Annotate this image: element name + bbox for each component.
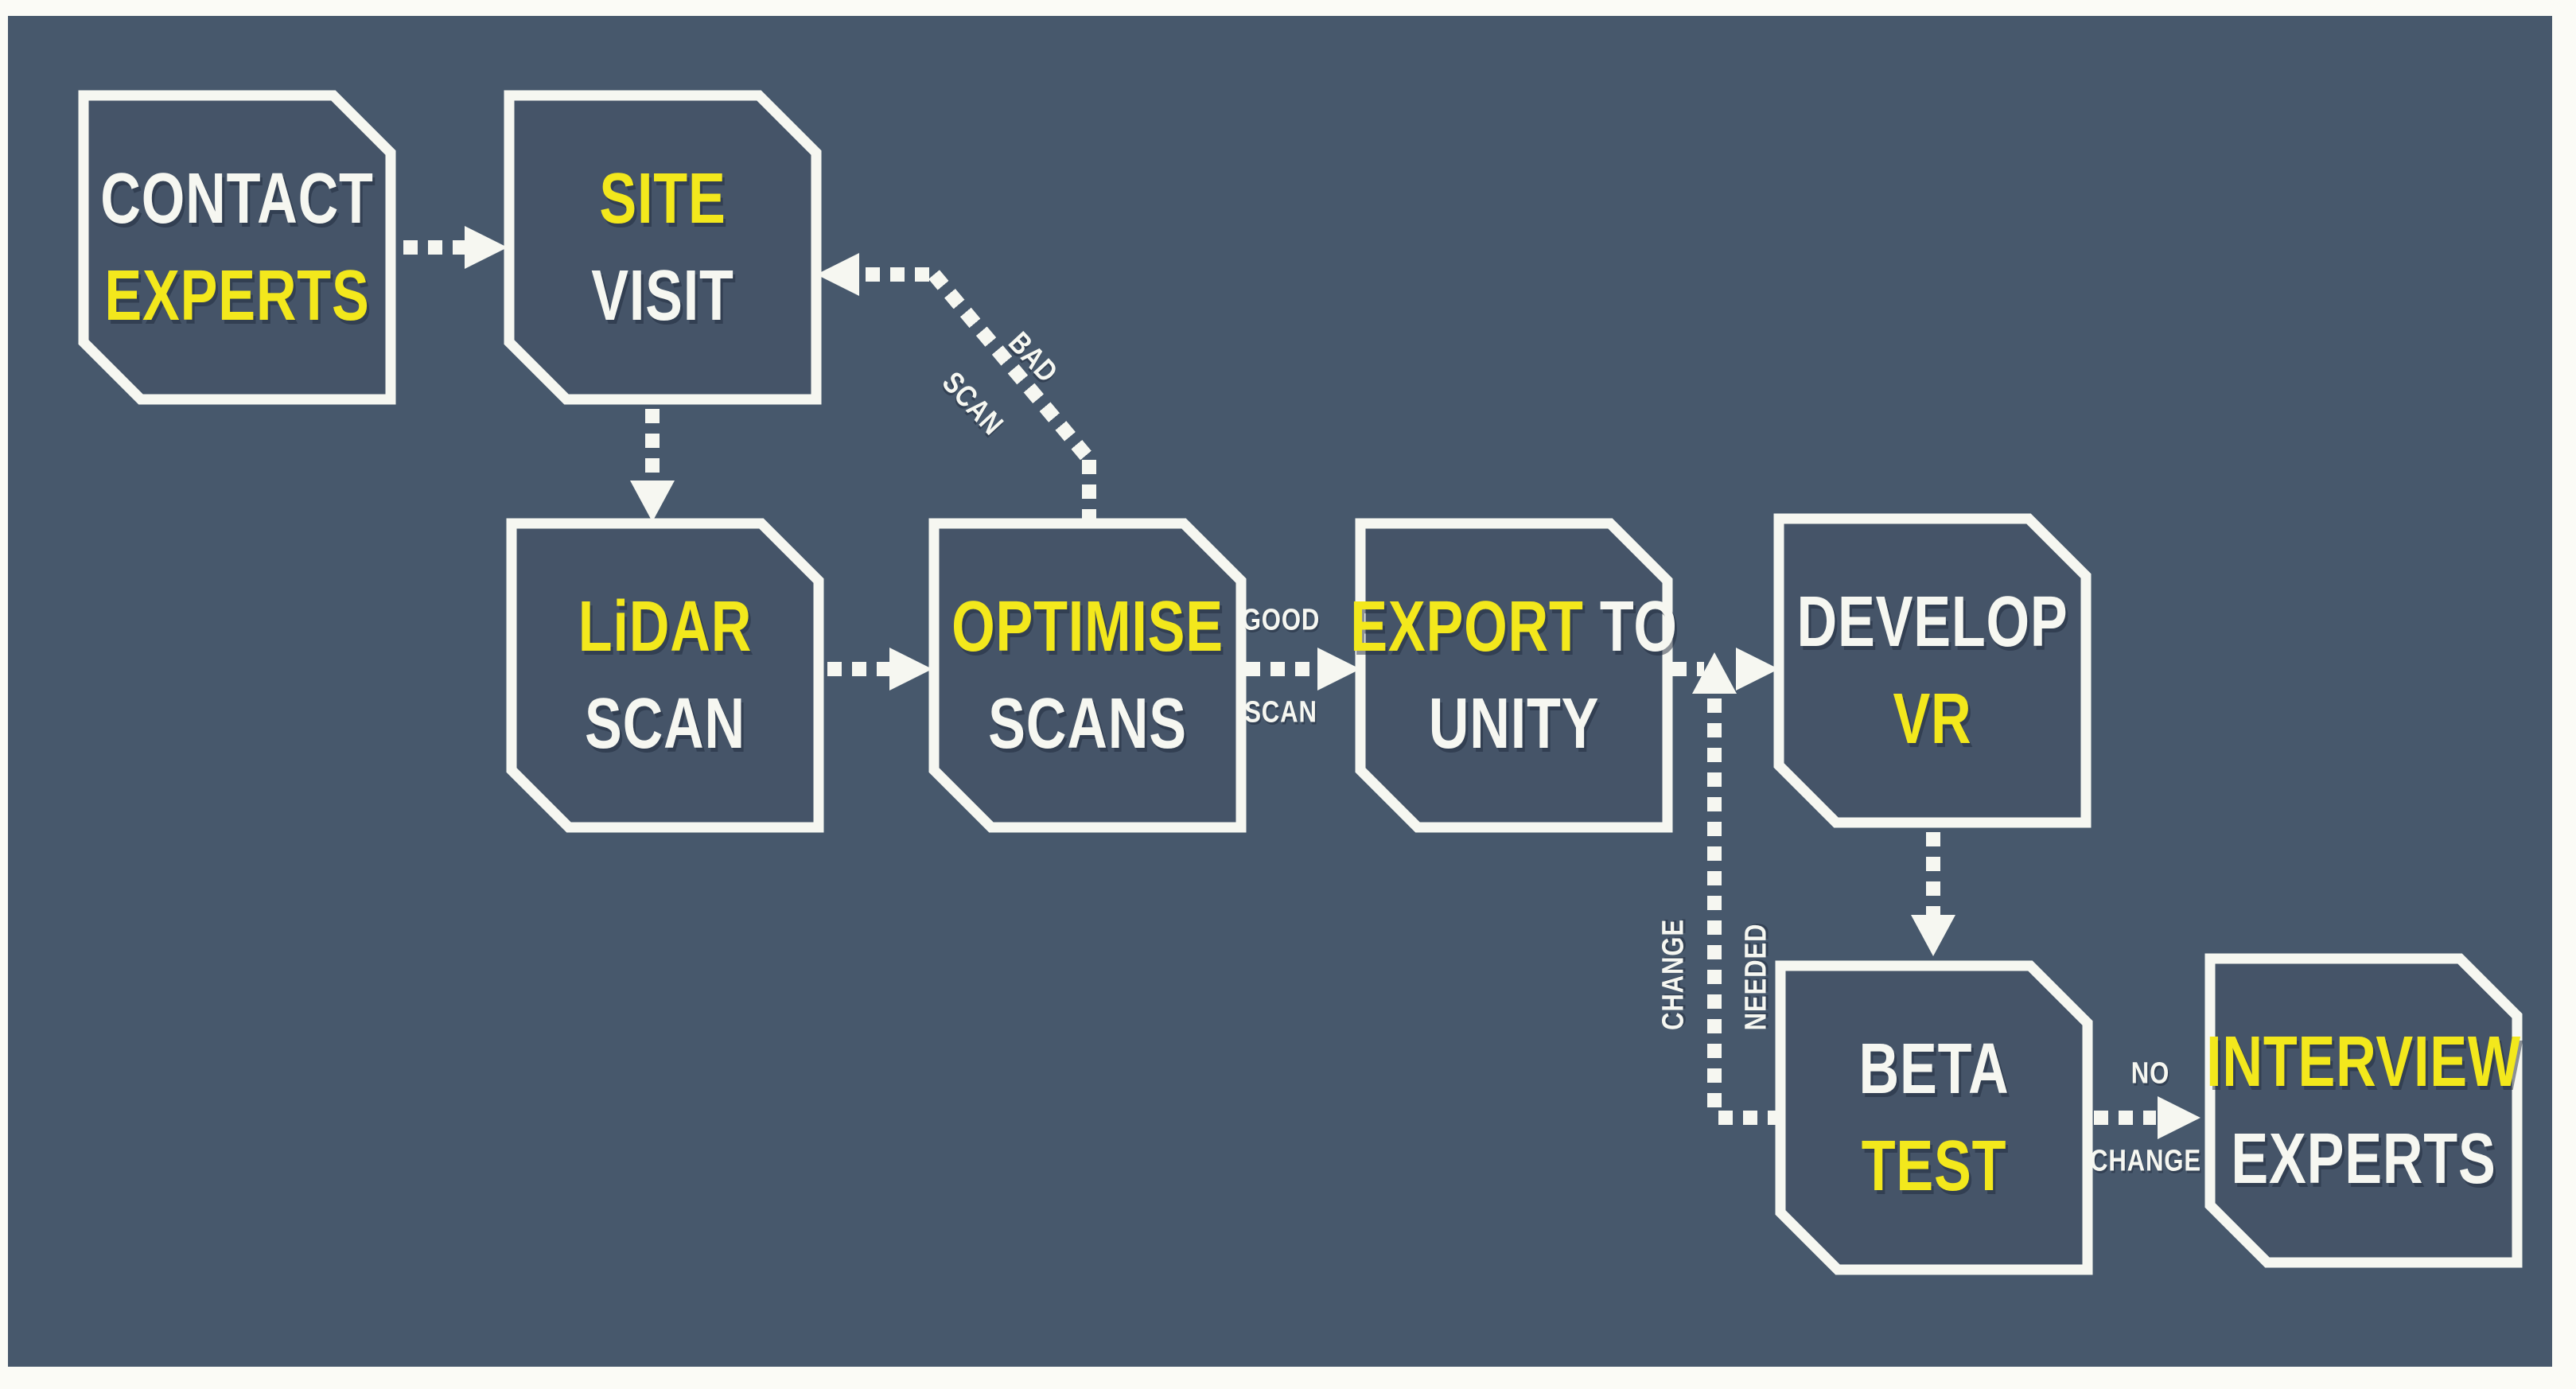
node-text: SITE VISIT [543, 95, 782, 399]
node-label: VISIT [591, 256, 734, 336]
node-octagon-frame [1355, 518, 1673, 833]
node-develop-vr: DEVELOP VR [1773, 513, 2092, 828]
node-octagon-frame [2204, 953, 2523, 1268]
flowchart-canvas: CONTACT EXPERTS SITE VISIT LiDAR SCAN OP… [8, 16, 2552, 1367]
node-export-to-unity: EXPORT TO UNITY [1350, 518, 1677, 833]
node-label: TO [1583, 587, 1678, 667]
node-octagon-frame [1775, 960, 2093, 1275]
node-text: INTERVIEW EXPERTS [2206, 959, 2520, 1263]
arrow-right-icon [889, 648, 932, 691]
arrow-right-icon [465, 226, 508, 269]
edge-change-needed-dashes [1707, 698, 1722, 1112]
node-label: SCAN [584, 684, 746, 764]
arrow-down-icon [630, 481, 675, 522]
node-interview-experts: INTERVIEW EXPERTS [2204, 953, 2523, 1268]
node-text: EXPORT TO UNITY [1350, 523, 1677, 827]
node-octagon-frame [1773, 513, 2092, 828]
node-text: CONTACT EXPERTS [100, 95, 373, 399]
edge-beta-elbow-dashes [1718, 1111, 1780, 1125]
node-text: BETA TEST [1814, 966, 2053, 1270]
node-label: CONTACT [100, 159, 374, 239]
node-contact-experts: CONTACT EXPERTS [78, 90, 396, 405]
node-label: TEST [1861, 1126, 2007, 1206]
edge-label-scan-bad: SCAN [935, 365, 1010, 442]
node-label: BETA [1858, 1029, 2010, 1109]
arrow-right-icon [1736, 648, 1779, 691]
edge-lidar-to-optimise-dashes [827, 662, 889, 676]
edge-bad-scan-diagonal-dashes [928, 270, 1096, 466]
arrow-down-icon [1911, 915, 1955, 956]
edge-label-scan-good: SCAN [1244, 695, 1317, 730]
edge-site-to-lidar-dashes [645, 409, 660, 482]
edge-label-change: CHANGE [2090, 1144, 2201, 1178]
node-beta-test: BETA TEST [1775, 960, 2093, 1275]
node-text: LiDAR SCAN [545, 523, 784, 827]
edge-label-change-needed-left: CHANGE [1656, 919, 1691, 1030]
arrow-right-icon [1317, 648, 1360, 691]
edge-optimise-to-export-dashes [1246, 662, 1316, 676]
edge-beta-to-interview-dashes [2094, 1111, 2156, 1125]
node-octagon-frame [78, 90, 396, 405]
node-text: DEVELOP VR [1797, 519, 2068, 823]
node-label: SCANS [988, 684, 1187, 764]
node-label: VR [1893, 679, 1972, 759]
node-lidar-scan: LiDAR SCAN [506, 518, 824, 833]
node-label: DEVELOP [1796, 582, 2068, 662]
node-label: EXPERTS [2231, 1119, 2496, 1199]
edge-label-bad: BAD [1002, 325, 1064, 390]
arrow-left-icon [816, 253, 859, 296]
node-label: LiDAR [578, 587, 753, 667]
edge-develop-to-beta-dashes [1926, 832, 1940, 916]
edge-label-no: NO [2130, 1056, 2170, 1091]
node-octagon-frame [928, 518, 1247, 833]
node-label: SITE [599, 159, 726, 239]
edge-contact-to-site-dashes [403, 240, 467, 255]
node-label: UNITY [1428, 684, 1600, 764]
node-text: OPTIMISE SCANS [951, 523, 1223, 827]
node-octagon-frame [504, 90, 822, 405]
node-label: EXPORT [1350, 587, 1584, 667]
node-optimise-scans: OPTIMISE SCANS [928, 518, 1247, 833]
edge-label-good: GOOD [1241, 603, 1321, 637]
node-label: OPTIMISE [951, 587, 1224, 667]
node-label: EXPERTS [104, 256, 370, 336]
arrow-right-icon [2158, 1096, 2200, 1139]
edge-bad-scan-vertical-dashes [1082, 460, 1096, 522]
arrow-up-icon [1692, 652, 1737, 694]
node-octagon-frame [506, 518, 824, 833]
edge-bad-scan-horizontal-dashes [866, 267, 934, 282]
node-site-visit: SITE VISIT [504, 90, 822, 405]
node-label: INTERVIEW [2206, 1022, 2521, 1102]
edge-label-change-needed-right: NEEDED [1739, 923, 1773, 1031]
